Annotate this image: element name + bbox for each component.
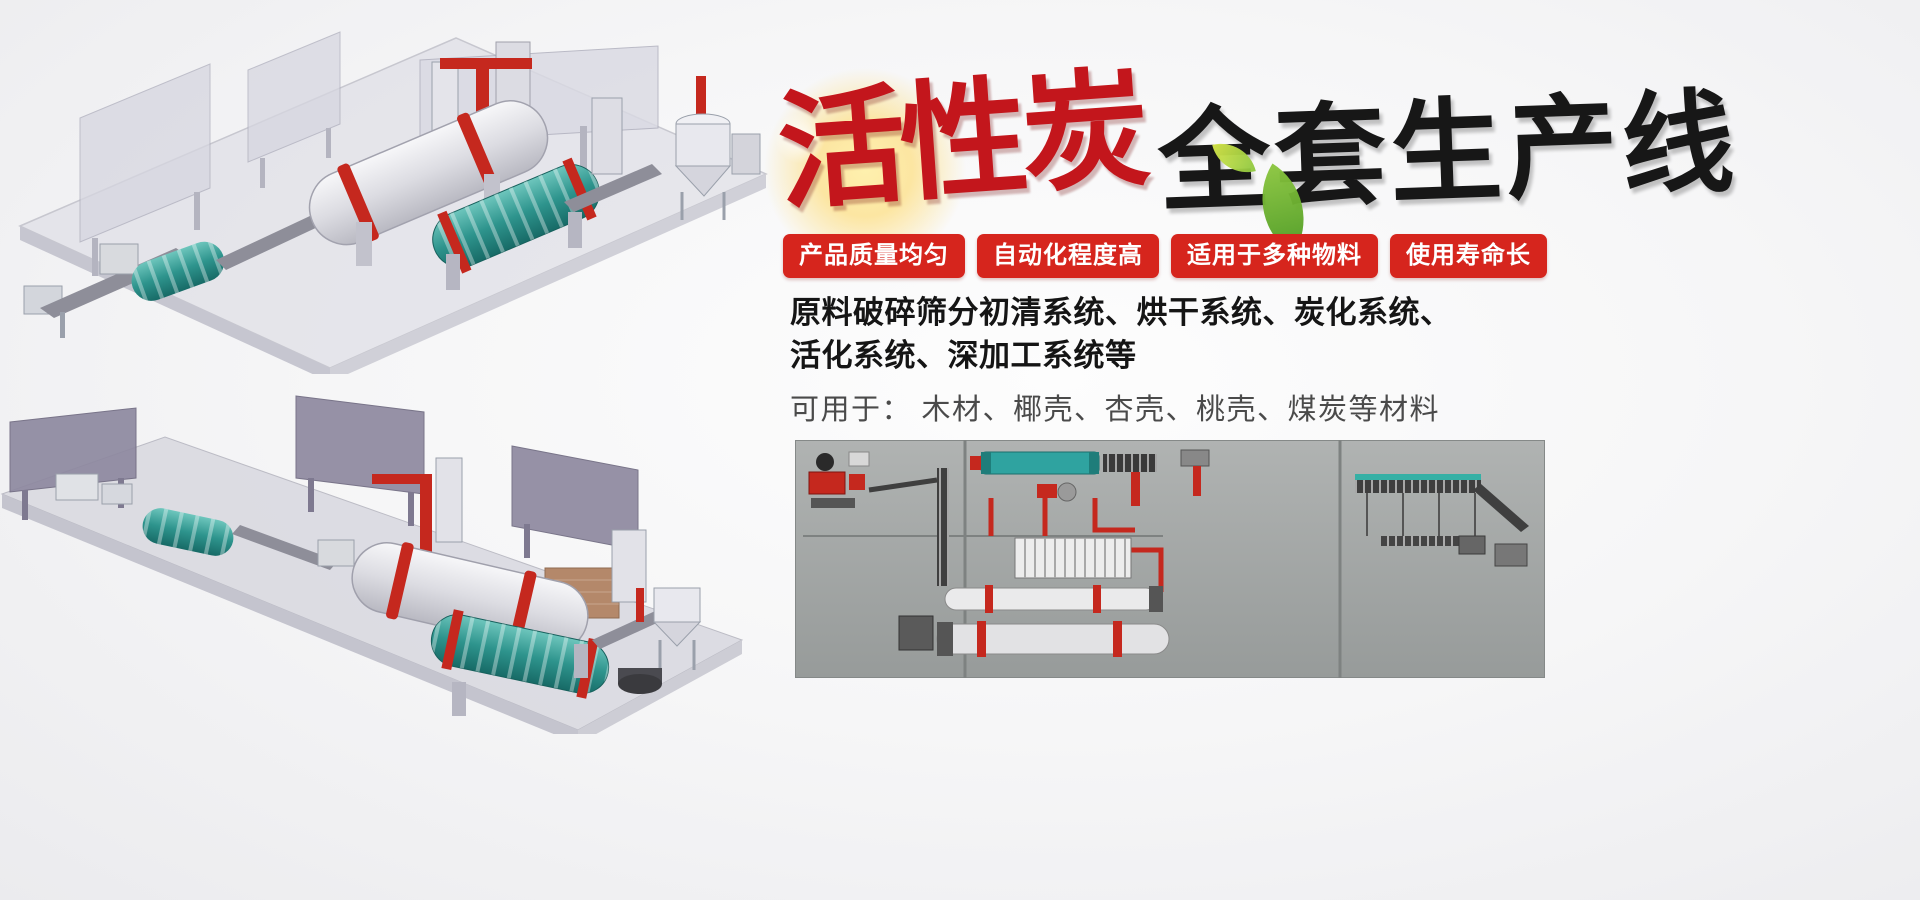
sparkle-icon: [770, 108, 830, 168]
title-red-text: 活性炭: [773, 57, 1149, 226]
badge-materials: 适用于多种物料: [1171, 234, 1378, 278]
render-3d-production-line-top: [18, 31, 768, 374]
badge-automation: 自动化程度高: [977, 234, 1159, 278]
badge-product-quality: 产品质量均匀: [783, 234, 965, 278]
render-3d-production-line-bottom: [0, 395, 744, 734]
plan-schematic-panel: [795, 440, 1545, 678]
feature-badge-row: 产品质量均匀 自动化程度高 适用于多种物料 使用寿命长: [783, 234, 1547, 278]
title-block: 活性炭全套生产线: [760, 57, 1740, 274]
description-line-2: 活化系统、深加工系统等: [790, 338, 1137, 374]
usage-line: 可用于： 木材、椰壳、杏壳、桃壳、煤炭等材料: [790, 394, 1441, 427]
badge-lifespan: 使用寿命长: [1390, 234, 1547, 278]
description-block: 原料破碎筛分初清系统、烘干系统、炭化系统、 活化系统、深加工系统等 可用于： 木…: [790, 294, 1452, 428]
plan-schematic-drawing: [795, 440, 1545, 678]
description-line-1: 原料破碎筛分初清系统、烘干系统、炭化系统、: [790, 295, 1452, 330]
